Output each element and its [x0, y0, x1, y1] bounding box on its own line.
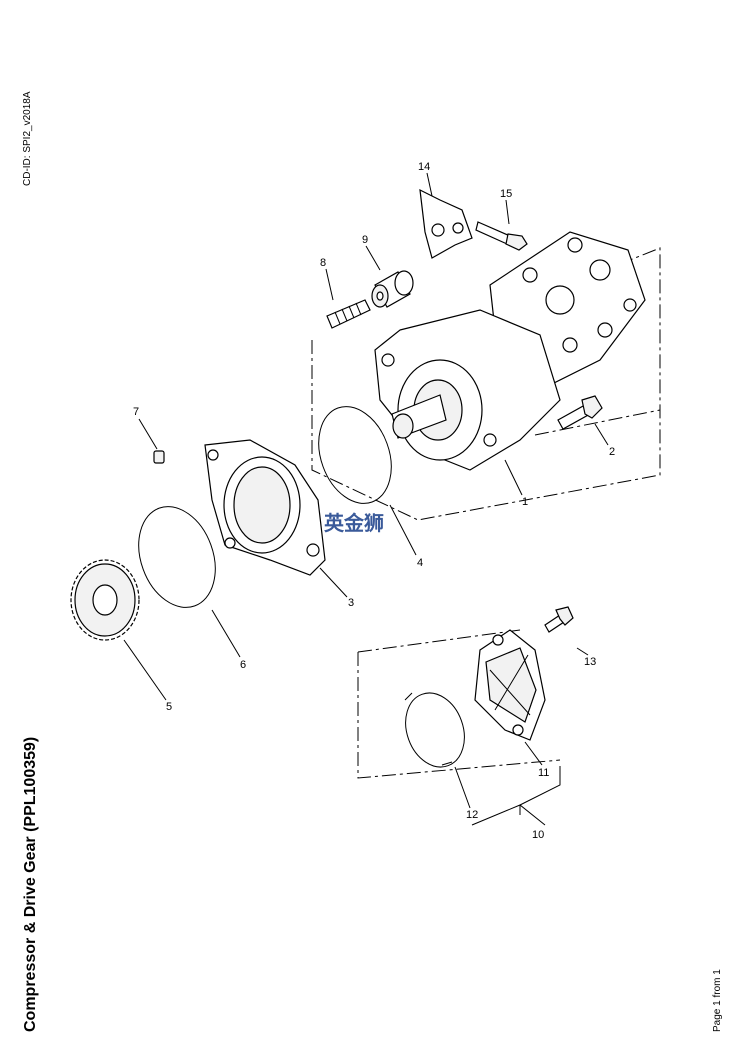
part-6-o-ring[interactable] [125, 496, 228, 618]
callout-3: 3 [348, 597, 354, 609]
assembly-boundary-lower [357, 629, 561, 779]
part-12-circlip[interactable] [396, 685, 475, 776]
part-13-bolt[interactable] [544, 606, 574, 633]
part-15-bolt[interactable] [475, 221, 528, 251]
part-3-adapter-flange[interactable] [204, 439, 326, 576]
callout-leaders [123, 172, 609, 826]
part-8-stud[interactable] [326, 299, 371, 329]
part-2-bolt[interactable] [557, 395, 603, 430]
callout-13: 13 [584, 656, 596, 668]
part-14-bracket[interactable] [419, 188, 473, 259]
callout-12: 12 [466, 809, 478, 821]
callout-6: 6 [240, 659, 246, 671]
callout-11: 11 [538, 767, 549, 779]
part-11-cover-plate[interactable] [474, 629, 546, 741]
callout-7: 7 [133, 406, 139, 418]
part-4-o-ring[interactable] [306, 396, 404, 513]
part-1-compressor[interactable] [374, 231, 646, 471]
part-5-drive-gear[interactable] [70, 559, 140, 641]
assembly-boundary-upper [311, 247, 661, 521]
callout-15: 15 [500, 188, 512, 200]
callout-1: 1 [522, 496, 528, 508]
part-9-nut[interactable] [371, 270, 414, 308]
callout-8: 8 [320, 257, 326, 269]
callout-14: 14 [418, 161, 430, 173]
callout-10: 10 [532, 829, 544, 841]
callout-4: 4 [417, 557, 423, 569]
callout-2: 2 [609, 446, 615, 458]
callout-5: 5 [166, 701, 172, 713]
callout-labels: 14 15 9 8 7 2 1 4 3 6 5 13 11 12 10 [133, 161, 615, 841]
watermark-logo: 英金狮 [324, 511, 384, 535]
part-7-set-screw[interactable] [153, 450, 165, 464]
callout-9: 9 [362, 234, 368, 246]
